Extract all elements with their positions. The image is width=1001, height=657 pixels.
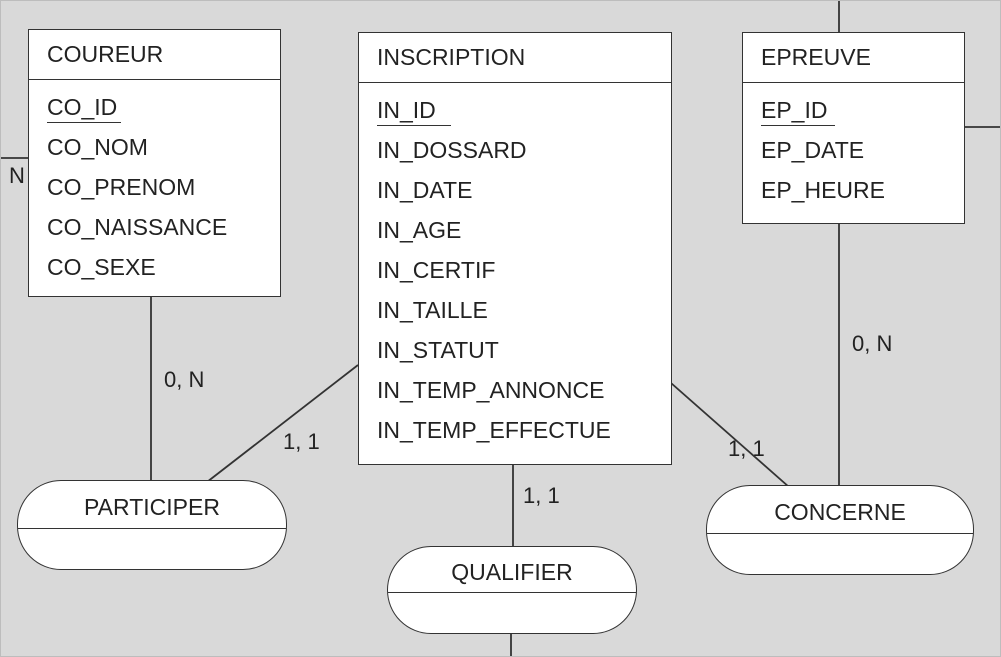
entity-epreuve[interactable]: EPREUVE EP_ID EP_DATE EP_HEURE [742,32,965,224]
entity-coureur[interactable]: COUREUR CO_ID CO_NOM CO_PRENOM CO_NAISSA… [28,29,281,297]
attr-in-date: IN_DATE [377,177,473,203]
attr-in-statut: IN_STATUT [377,337,499,363]
entity-coureur-title: COUREUR [29,30,280,80]
attr-co-naissance: CO_NAISSANCE [47,214,228,240]
attr-in-id: IN_ID [359,90,671,130]
attr-co-sexe: CO_SEXE [47,254,156,280]
attr-co-nom: CO_NOM [47,134,148,160]
attr-in-dossard: IN_DOSSARD [377,137,527,163]
cardinality-epreuve-concerne: 0, N [852,331,893,356]
association-qualifier-title: QUALIFIER [388,547,636,594]
attr-in-taille: IN_TAILLE [377,297,488,323]
association-qualifier[interactable]: QUALIFIER [387,546,637,634]
entity-inscription-title: INSCRIPTION [359,33,671,83]
attr-in-temp-effectue: IN_TEMP_EFFECTUE [377,417,611,443]
association-participer[interactable]: PARTICIPER [17,480,287,570]
cardinality-coureur-left-partial: N [9,163,25,188]
association-concerne-title: CONCERNE [707,486,973,534]
attr-in-temp-annonce: IN_TEMP_ANNONCE [377,377,605,403]
link-inscription-concerne [670,382,790,488]
attr-ep-id: EP_ID [743,90,964,130]
entity-inscription[interactable]: INSCRIPTION IN_ID IN_DOSSARD IN_DATE IN_… [358,32,672,465]
link-inscription-participer [206,364,359,483]
cardinality-inscription-concerne: 1, 1 [728,436,765,461]
attr-ep-heure: EP_HEURE [761,177,885,203]
cardinality-inscription-qualifier: 1, 1 [523,483,560,508]
attr-in-age: IN_AGE [377,217,462,243]
attr-ep-date: EP_DATE [761,137,865,163]
attr-in-certif: IN_CERTIF [377,257,496,283]
cardinality-coureur-participer: 0, N [164,367,205,392]
association-concerne[interactable]: CONCERNE [706,485,974,575]
attr-co-id: CO_ID [29,87,280,127]
entity-epreuve-title: EPREUVE [743,33,964,83]
cardinality-inscription-participer: 1, 1 [283,429,320,454]
association-participer-title: PARTICIPER [18,481,286,529]
attr-co-prenom: CO_PRENOM [47,174,196,200]
